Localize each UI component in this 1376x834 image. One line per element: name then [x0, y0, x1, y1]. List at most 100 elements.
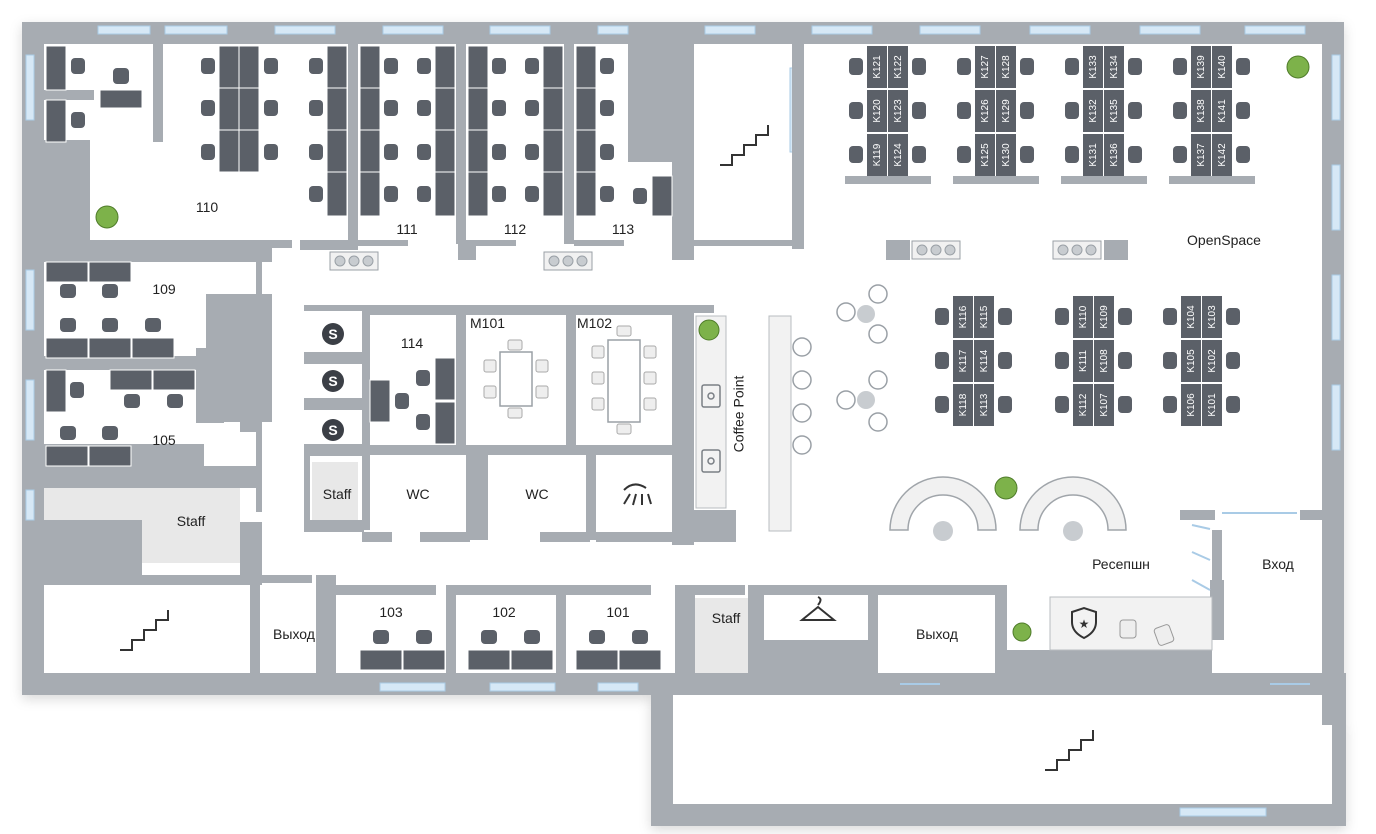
- desk-k121[interactable]: [867, 46, 887, 88]
- lounge-sofas: [889, 476, 1127, 531]
- desk-k137[interactable]: [1191, 134, 1211, 176]
- chair: [1226, 352, 1240, 369]
- desk-k142[interactable]: [1212, 134, 1232, 176]
- desk-label-k135: K135: [1109, 99, 1120, 123]
- chair: [998, 352, 1012, 369]
- partition: [953, 176, 1039, 184]
- skype-icon: [322, 323, 344, 441]
- desk-k134[interactable]: [1104, 46, 1124, 88]
- svg-text:★: ★: [1079, 617, 1090, 631]
- desk-k127[interactable]: [975, 46, 995, 88]
- desk-k108[interactable]: [1094, 340, 1114, 382]
- chair: [912, 102, 926, 119]
- desk-k129[interactable]: [996, 90, 1016, 132]
- desk-k125[interactable]: [975, 134, 995, 176]
- desk-k136[interactable]: [1104, 134, 1124, 176]
- desk-label-k127: K127: [980, 55, 991, 79]
- chair: [1065, 102, 1079, 119]
- stairs-icon: [120, 125, 1094, 771]
- desk-k135[interactable]: [1104, 90, 1124, 132]
- desk-k113[interactable]: [974, 384, 994, 426]
- desk-k131[interactable]: [1083, 134, 1103, 176]
- desk-k107[interactable]: [1094, 384, 1114, 426]
- desk-label-k139: K139: [1196, 55, 1207, 79]
- desk-label-k113: K113: [979, 393, 990, 416]
- desk-k141[interactable]: [1212, 90, 1232, 132]
- desk-label-k108: K108: [1099, 349, 1110, 373]
- desk-label-k117: K117: [958, 349, 969, 372]
- desk-k128[interactable]: [996, 46, 1016, 88]
- room-label-101: 101: [606, 604, 630, 620]
- plant-icon: [95, 55, 1310, 642]
- desk-k117[interactable]: [953, 340, 973, 382]
- desk-k109[interactable]: [1094, 296, 1114, 338]
- desk-k103[interactable]: [1202, 296, 1222, 338]
- desk-k104[interactable]: [1181, 296, 1201, 338]
- shower-icon: [623, 483, 652, 506]
- desk-k110[interactable]: [1073, 296, 1093, 338]
- chair: [1173, 58, 1187, 75]
- room-label-110: 110: [195, 199, 219, 215]
- chair: [957, 102, 971, 119]
- room-label-102: 102: [492, 604, 516, 620]
- desk-label-k116: K116: [958, 305, 969, 328]
- desk-k139[interactable]: [1191, 46, 1211, 88]
- desk-label-k140: K140: [1217, 55, 1228, 79]
- desk-label-k104: K104: [1186, 305, 1197, 329]
- desk-k119[interactable]: [867, 134, 887, 176]
- desk-k114[interactable]: [974, 340, 994, 382]
- desk-label-k103: K103: [1207, 305, 1218, 329]
- desk-label-k125: K125: [980, 143, 991, 167]
- desk-label-k124: K124: [893, 143, 904, 167]
- desk-k115[interactable]: [974, 296, 994, 338]
- desk-k105[interactable]: [1181, 340, 1201, 382]
- partition: [845, 176, 931, 184]
- chair: [1236, 58, 1250, 75]
- room-label-m101: M101: [470, 315, 506, 331]
- meeting-tables: [499, 339, 641, 423]
- desk-k118[interactable]: [953, 384, 973, 426]
- desk-label-k111: K111: [1078, 350, 1089, 372]
- chair: [957, 146, 971, 163]
- desk-k120[interactable]: [867, 90, 887, 132]
- room-label-111: 111: [396, 221, 418, 237]
- desk-k126[interactable]: [975, 90, 995, 132]
- desk-label-k131: K131: [1088, 143, 1099, 167]
- desk-k102[interactable]: [1202, 340, 1222, 382]
- desk-k138[interactable]: [1191, 90, 1211, 132]
- chair: [1226, 396, 1240, 413]
- desk-k133[interactable]: [1083, 46, 1103, 88]
- entrance-label: Вход: [1262, 556, 1294, 572]
- desk-label-k120: K120: [872, 99, 883, 123]
- desk-k140[interactable]: [1212, 46, 1232, 88]
- svg-text:S: S: [328, 373, 337, 389]
- desk-k112[interactable]: [1073, 384, 1093, 426]
- desk-k122[interactable]: [888, 46, 908, 88]
- sink-icon: [701, 384, 721, 473]
- coffee-counters: [695, 315, 1213, 651]
- room-label-109: 109: [152, 281, 176, 297]
- windows: [25, 25, 1341, 817]
- desk-label-k102: K102: [1207, 349, 1218, 373]
- desk-label-k132: K132: [1088, 99, 1099, 123]
- desk-label-k136: K136: [1109, 143, 1120, 167]
- desk-k124[interactable]: [888, 134, 908, 176]
- chair: [1055, 396, 1069, 413]
- desk-label-k107: K107: [1099, 393, 1110, 417]
- desk-k123[interactable]: [888, 90, 908, 132]
- staff-rooms: [44, 462, 748, 673]
- desk-k101[interactable]: [1202, 384, 1222, 426]
- desk-k116[interactable]: [953, 296, 973, 338]
- desk-label-k123: K123: [893, 99, 904, 123]
- chair: [998, 308, 1012, 325]
- chair: [1020, 102, 1034, 119]
- staff-label-bottom: Staff: [711, 610, 741, 626]
- chair: [998, 396, 1012, 413]
- desk-k130[interactable]: [996, 134, 1016, 176]
- desk-k106[interactable]: [1181, 384, 1201, 426]
- desk-label-k128: K128: [1001, 55, 1012, 79]
- desk-k111[interactable]: [1073, 340, 1093, 382]
- desk-k132[interactable]: [1083, 90, 1103, 132]
- desk-label-k130: K130: [1001, 143, 1012, 167]
